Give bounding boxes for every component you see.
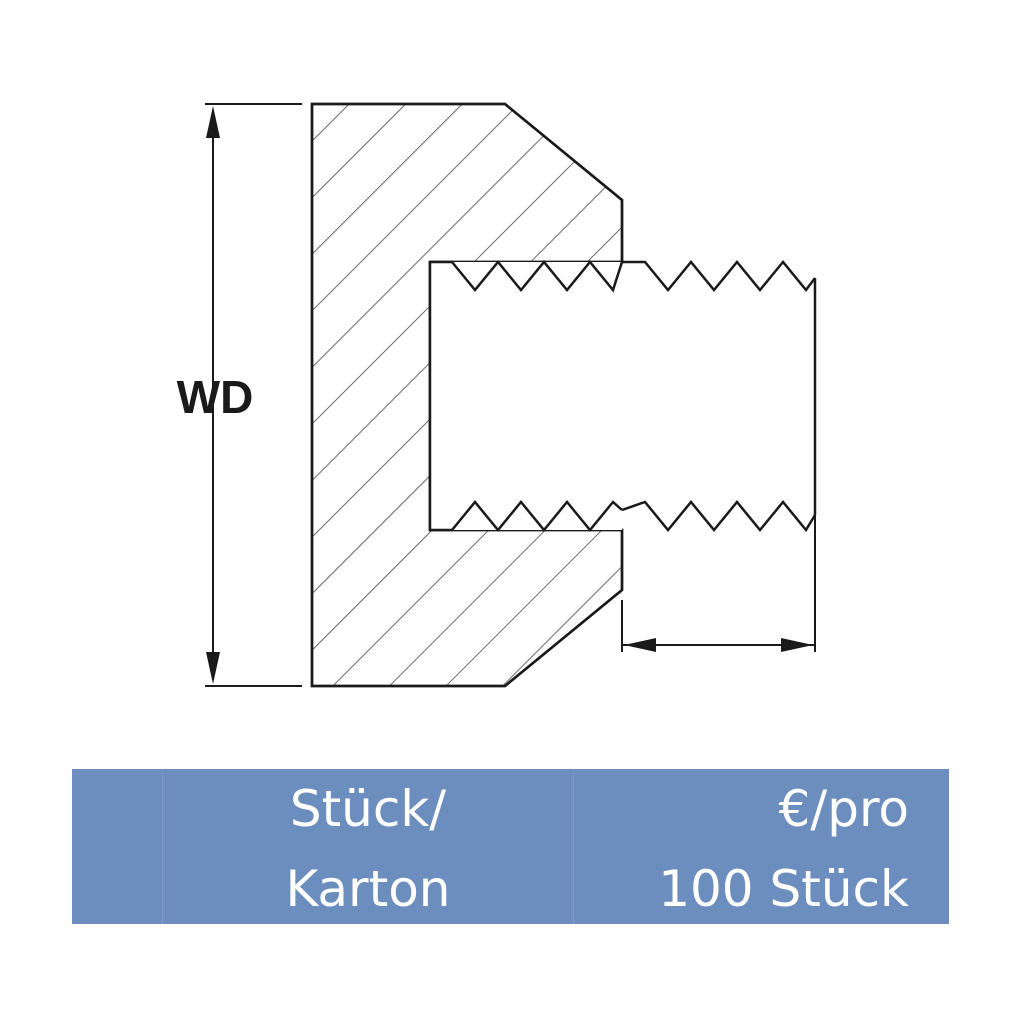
- header-pieces-line-1: Stück/: [289, 780, 447, 838]
- wd-dimension: WD: [177, 103, 302, 687]
- bottom-thread-internal: [430, 500, 623, 532]
- threaded-bore: [428, 260, 624, 532]
- wd-dimension-label: WD: [177, 371, 254, 423]
- header-separator: [573, 769, 574, 924]
- threaded-insert-cross-section-drawing: WD: [177, 102, 817, 688]
- header-separator: [162, 769, 163, 924]
- header-cell-pieces-per-carton: Stück/ Karton: [163, 769, 573, 924]
- dimension-arrow-down-icon: [206, 652, 220, 684]
- price-table-header: Stück/ Karton €/pro 100 Stück: [72, 769, 949, 924]
- header-cell-price-per-100: €/pro 100 Stück: [574, 769, 949, 924]
- insert-body-section: [310, 102, 624, 688]
- header-cell-blank: [72, 769, 162, 924]
- dimension-arrow-right-icon: [781, 638, 813, 652]
- dimension-arrow-up-icon: [206, 106, 220, 138]
- dimension-arrow-left-icon: [624, 638, 656, 652]
- top-thread-internal: [451, 260, 624, 293]
- header-price-line-2: 100 Stück: [658, 860, 909, 918]
- header-price-line-1: €/pro: [778, 780, 909, 838]
- threaded-shank: [621, 260, 817, 533]
- header-pieces-line-2: Karton: [285, 860, 451, 918]
- shank-length-dimension: [621, 515, 816, 652]
